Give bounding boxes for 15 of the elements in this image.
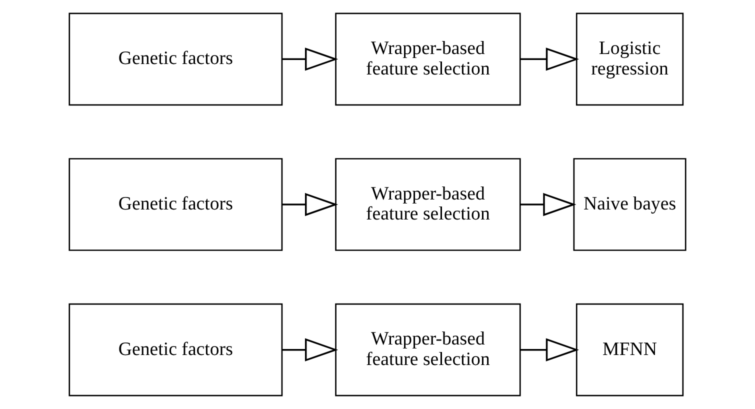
arrow <box>282 338 338 362</box>
arrow <box>520 338 580 362</box>
node-box: Genetic factors <box>68 158 283 251</box>
node-box: Wrapper-based feature selection <box>335 158 521 251</box>
node-box: Logistic regression <box>576 12 684 106</box>
arrow <box>520 192 576 216</box>
node-box: MFNN <box>576 303 684 396</box>
node-box: Genetic factors <box>68 303 283 396</box>
node-box: Naive bayes <box>573 158 686 251</box>
arrow <box>520 48 580 71</box>
node-box: Genetic factors <box>68 12 283 106</box>
node-box: Wrapper-based feature selection <box>335 303 521 396</box>
arrow <box>282 192 338 216</box>
node-box: Wrapper-based feature selection <box>335 12 521 106</box>
arrow <box>282 48 338 71</box>
